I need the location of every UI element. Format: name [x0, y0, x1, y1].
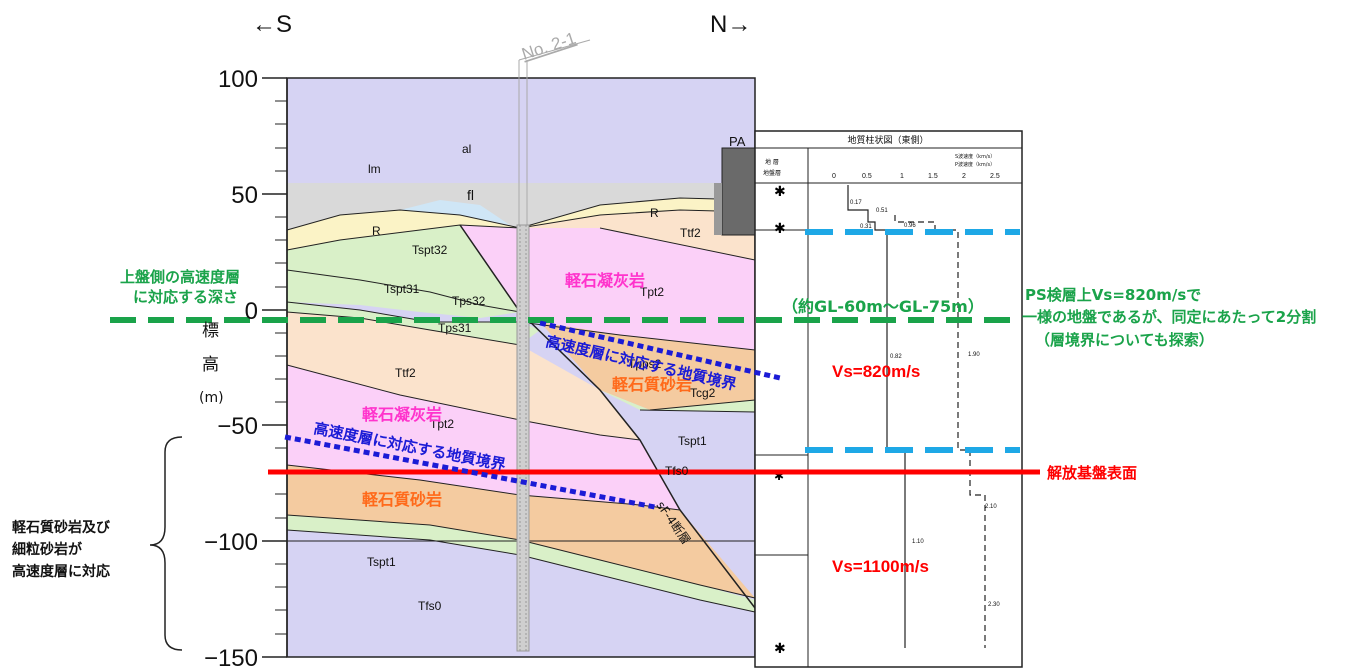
unit-lm: lm [368, 162, 381, 176]
boundary-line-lower [284, 434, 656, 510]
y-tick-m100: −100 [204, 529, 258, 556]
ps-val-5: 0.82 [890, 354, 902, 360]
unit-tcg2: Tcg2 [690, 386, 716, 400]
rock-pumice-tuff-upper: 軽石凝灰岩 [565, 271, 645, 290]
y-tick-m50: −50 [217, 413, 258, 440]
unit-al: al [462, 142, 471, 156]
unit-fl: fl [467, 187, 474, 203]
south-label: ←S [252, 11, 292, 38]
unit-tfs0-bottom: Tfs0 [418, 599, 442, 613]
unit-tps31-area [287, 302, 540, 345]
unit-tpt2-mid-area [600, 390, 755, 412]
rock-pumice-sandstone-upper: 軽石質砂岩 [612, 375, 692, 394]
y-axis [262, 77, 288, 658]
y-tick-0: 0 [245, 298, 258, 325]
unit-al-area [400, 200, 510, 225]
unit-ttf2-mid: Ttf2 [395, 366, 416, 380]
y-label-char2: 高 [202, 355, 219, 375]
left-brace-line2: 細粒砂岩が [12, 541, 83, 558]
ps-scale-25: 2.5 [990, 173, 1000, 180]
ps-note-line2: 一様の地盤であるが、同定にあたって2分割 [1022, 308, 1316, 326]
pa-label: PA [729, 134, 746, 149]
ps-note-line1: PS検層上Vs=820m/sで [1025, 286, 1201, 304]
unit-tspt32: Tspt32 [412, 243, 448, 257]
ps-val-8: 1.10 [912, 539, 924, 545]
svg-text:✱: ✱ [774, 640, 786, 656]
borehole [516, 39, 591, 652]
unit-tps31: Tps31 [438, 321, 472, 335]
upper-depth-line1: 上盤側の高速度層 [120, 268, 240, 286]
ps-scale-2: 2 [962, 173, 966, 180]
rock-pumice-sandstone-lower: 軽石質砂岩 [362, 490, 442, 509]
vs-upper-label: Vs=820m/s [832, 362, 920, 381]
unit-tspt31: Tspt31 [384, 282, 420, 296]
svg-text:✱: ✱ [774, 469, 784, 483]
unit-tpt2-mid: Tpt2 [430, 417, 454, 431]
rock-pumice-tuff-lower: 軽石凝灰岩 [362, 405, 442, 424]
y-tick-m150: −150 [204, 645, 258, 671]
ps-scale-15: 1.5 [928, 173, 938, 180]
unit-tpt2-top: Tpt2 [640, 285, 664, 299]
unit-tpps2-area [540, 322, 755, 410]
unit-tspt1-right: Tspt1 [678, 434, 707, 448]
unit-ttf2-mid [287, 312, 640, 440]
unit-tps32: Tps32 [452, 294, 486, 308]
left-brace-line3: 高速度層に対応 [12, 563, 110, 580]
unit-tpps2: Tpps2 [628, 357, 662, 371]
ps-val-9: 2.30 [988, 602, 1000, 608]
unit-fl-area [287, 183, 755, 230]
borehole-label: No. 2-1 [519, 29, 578, 64]
ps-legend-p: P波速度（km/s） [955, 161, 995, 168]
ps-val-3: 0.31 [860, 224, 872, 230]
ps-col-header-1: 地 層 [765, 158, 779, 166]
unit-r1: R [372, 224, 381, 238]
upper-depth-line2: に対応する深さ [133, 288, 238, 306]
pa-structure [721, 147, 756, 236]
ps-scale-05: 0.5 [862, 173, 872, 180]
gl-range: （約GL-60m～GL-75m） [782, 297, 984, 316]
unit-r-top [287, 210, 520, 250]
vs-lower-label: Vs=1100m/s [832, 557, 929, 576]
ps-col-header-2: 地盤層 [763, 169, 781, 177]
unit-r2: R [650, 206, 659, 220]
y-tick-100: 100 [218, 66, 258, 93]
left-brace-line1: 軽石質砂岩及び [12, 519, 111, 536]
ps-log-title: 地質柱状図（東側） [847, 134, 928, 146]
ps-scale-1: 1 [900, 173, 904, 180]
unit-r-right [520, 198, 755, 228]
ps-scale-0: 0 [832, 173, 836, 180]
ps-legend-s: S波速度（km/s） [955, 153, 995, 160]
left-brace [149, 436, 183, 651]
ps-val-4: 0.96 [904, 223, 916, 229]
ps-val-6: 1.90 [968, 352, 980, 358]
y-label-char1: 標 [202, 321, 219, 341]
ps-log-panel: ✱ ✱ ✱ ✱ [754, 130, 1023, 668]
y-label-unit: (m) [199, 390, 224, 406]
unit-ttf2-top: Ttf2 [680, 226, 701, 240]
y-tick-50: 50 [231, 182, 258, 209]
geologic-section [286, 39, 756, 658]
ps-val-1: 0.17 [850, 200, 862, 206]
unit-tspt1-bottom: Tspt1 [367, 555, 396, 569]
north-label: N→ [710, 11, 751, 38]
ps-note-line3: （層境界についても探索） [1035, 331, 1214, 349]
unit-tfs0-mid: Tfs0 [665, 464, 689, 478]
unit-right-block [640, 410, 755, 608]
ps-val-7: 2.10 [985, 504, 997, 510]
svg-text:✱: ✱ [774, 183, 786, 199]
unit-tspt1-bottom-area [287, 515, 755, 612]
unit-tspt3x-area [287, 225, 520, 318]
boundary-line-upper [539, 320, 781, 381]
ps-val-2: 0.51 [876, 208, 888, 214]
svg-text:✱: ✱ [774, 220, 786, 236]
base-surface-label: 解放基盤表面 [1047, 464, 1137, 482]
